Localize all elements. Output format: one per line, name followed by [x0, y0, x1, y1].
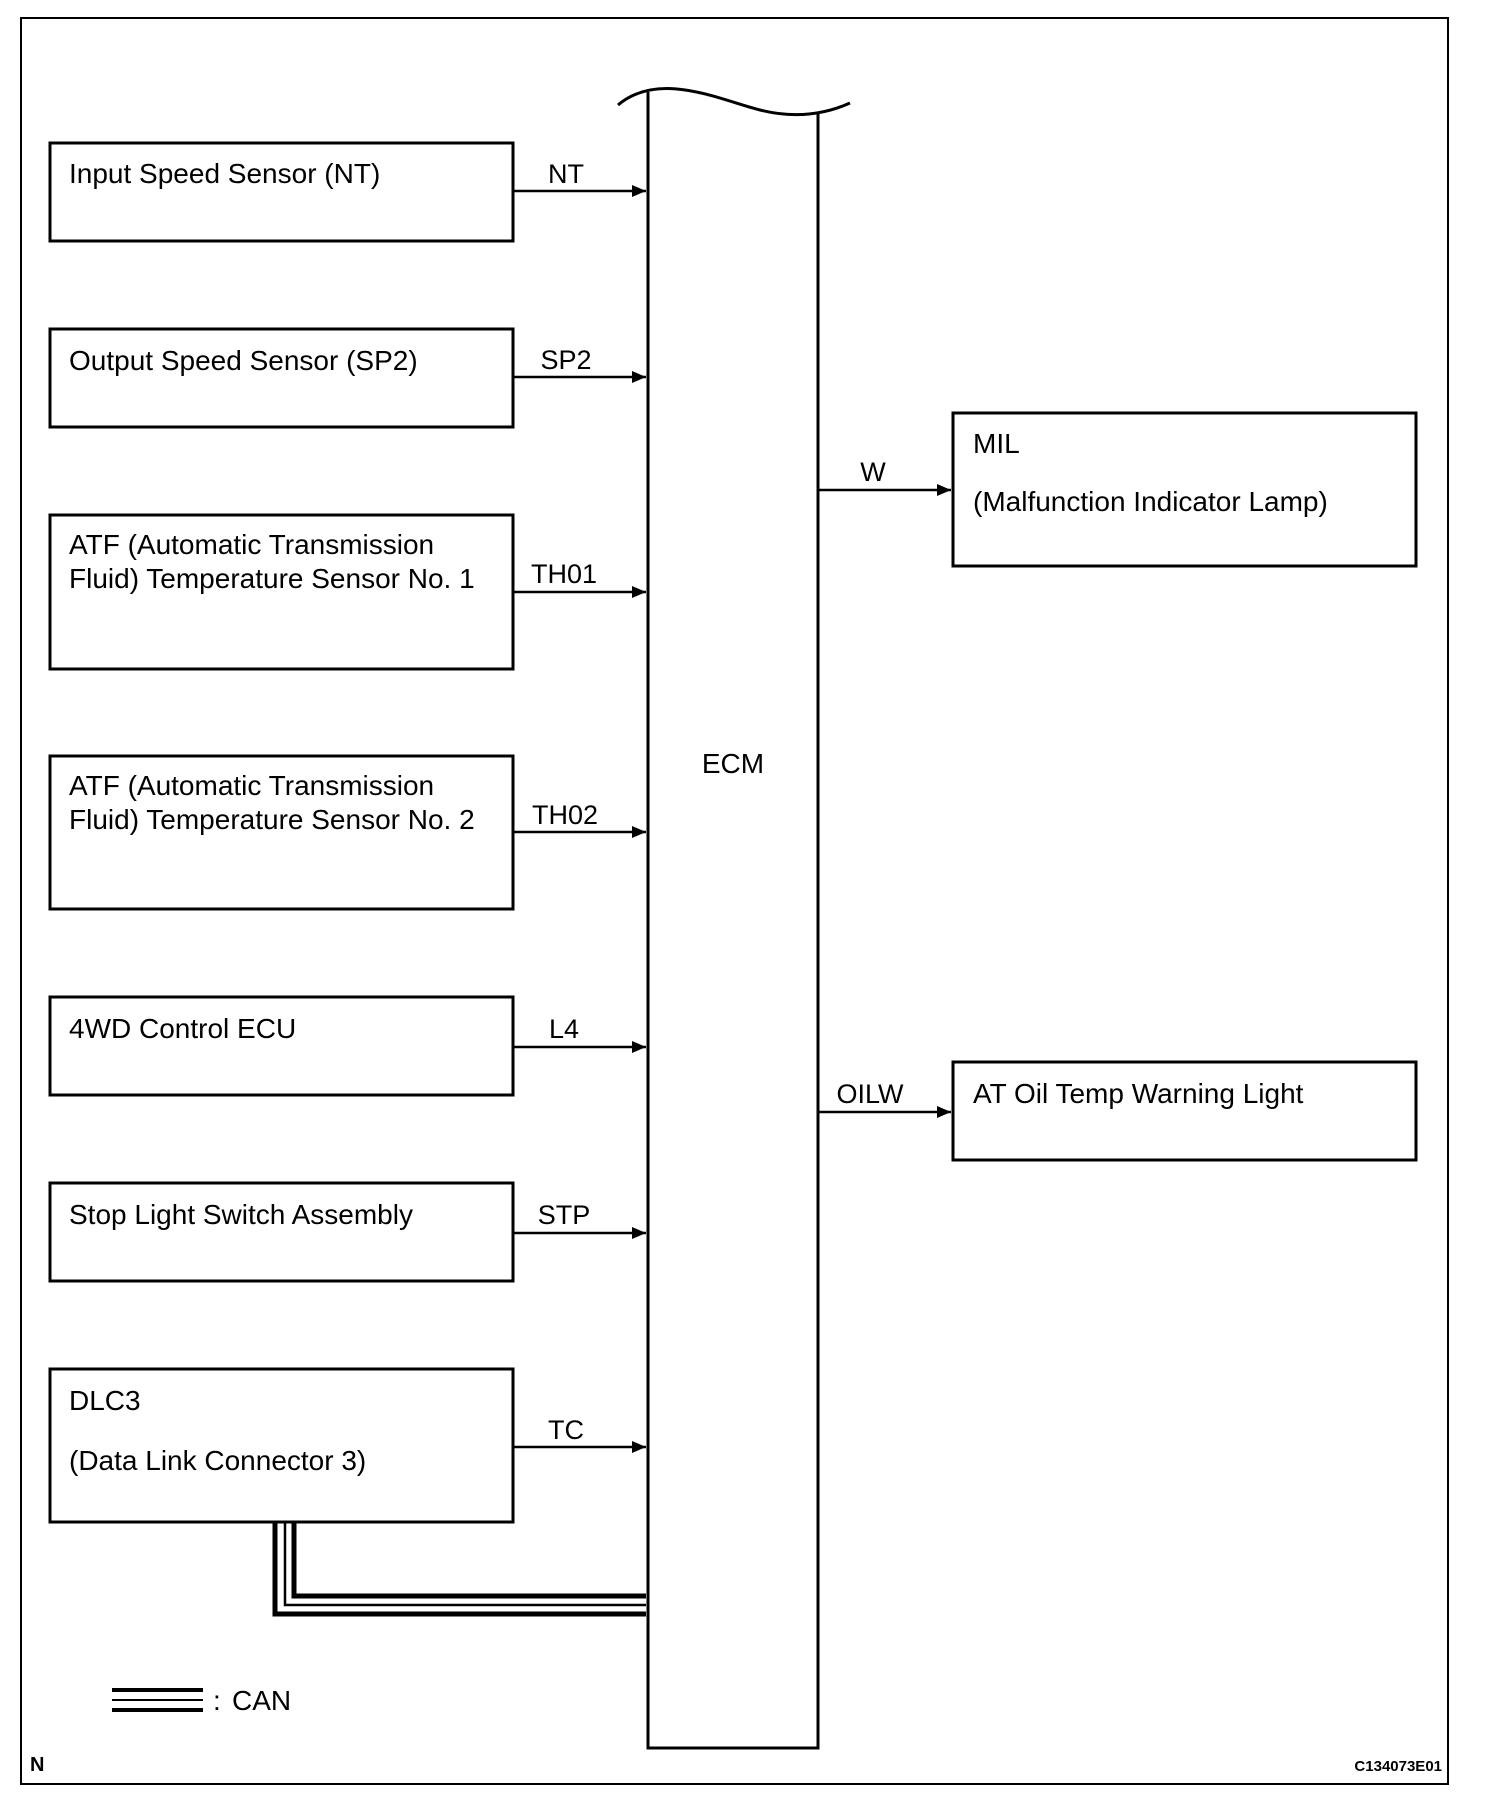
- box-label: Input Speed Sensor (NT): [69, 158, 380, 189]
- signal-label: W: [860, 457, 886, 487]
- atf-temp-sensor-1-box: ATF (Automatic Transmission Fluid) Tempe…: [48, 513, 515, 671]
- signal-nt-arrow: NT: [513, 159, 646, 197]
- signal-label: TH01: [531, 559, 597, 589]
- 4wd-control-ecu-box: 4WD Control ECU: [48, 995, 515, 1097]
- stop-light-switch-box: Stop Light Switch Assembly: [48, 1181, 515, 1283]
- figure-code: C134073E01: [1354, 1758, 1442, 1775]
- signal-label: TH02: [532, 800, 598, 830]
- figure-frame: [20, 17, 1449, 1785]
- box-label: DLC3: [69, 1385, 141, 1416]
- box-label: ATF (Automatic Transmission: [69, 529, 434, 560]
- signal-label: STP: [538, 1200, 591, 1230]
- box-label: Fluid) Temperature Sensor No. 1: [69, 563, 475, 594]
- ecm-label: ECM: [702, 748, 764, 779]
- mil-box: MIL (Malfunction Indicator Lamp): [951, 411, 1418, 568]
- box-label: MIL: [973, 428, 1020, 459]
- signal-oilw-arrow: OILW: [818, 1079, 951, 1118]
- signal-w-arrow: W: [818, 457, 951, 496]
- box-label: Fluid) Temperature Sensor No. 2: [69, 804, 475, 835]
- box-label: Output Speed Sensor (SP2): [69, 345, 418, 376]
- dlc3-box: DLC3 (Data Link Connector 3): [48, 1367, 515, 1524]
- can-bus-line: [272, 1522, 646, 1617]
- signal-label: SP2: [540, 345, 591, 375]
- corner-label: N: [30, 1754, 44, 1776]
- at-oil-temp-warning-light-box: AT Oil Temp Warning Light: [951, 1060, 1418, 1162]
- signal-l4-arrow: L4: [513, 1014, 646, 1053]
- ecm-block: ECM: [617, 87, 851, 1750]
- box-label: (Malfunction Indicator Lamp): [973, 486, 1328, 517]
- legend-label: CAN: [232, 1685, 291, 1716]
- output-speed-sensor-box: Output Speed Sensor (SP2): [48, 327, 515, 429]
- box-label: AT Oil Temp Warning Light: [973, 1078, 1304, 1109]
- signal-stp-arrow: STP: [513, 1200, 646, 1239]
- atf-temp-sensor-2-box: ATF (Automatic Transmission Fluid) Tempe…: [48, 754, 515, 911]
- signal-th01-arrow: TH01: [513, 559, 646, 598]
- legend-separator: :: [213, 1685, 221, 1716]
- signal-label: TC: [548, 1415, 584, 1445]
- signal-label: NT: [548, 159, 584, 189]
- signal-th02-arrow: TH02: [513, 800, 646, 838]
- signal-tc-arrow: TC: [513, 1415, 646, 1453]
- ecm-break-wave: [617, 87, 851, 117]
- box-label: Stop Light Switch Assembly: [69, 1199, 413, 1230]
- input-speed-sensor-box: Input Speed Sensor (NT): [48, 141, 515, 243]
- ecm-body: [646, 92, 820, 1750]
- box-label: ATF (Automatic Transmission: [69, 770, 434, 801]
- box-label: (Data Link Connector 3): [69, 1445, 366, 1476]
- legend: : CAN: [112, 1685, 291, 1716]
- box-label: 4WD Control ECU: [69, 1013, 296, 1044]
- signal-label: L4: [549, 1014, 579, 1044]
- signal-label: OILW: [837, 1079, 905, 1109]
- signal-sp2-arrow: SP2: [513, 345, 646, 383]
